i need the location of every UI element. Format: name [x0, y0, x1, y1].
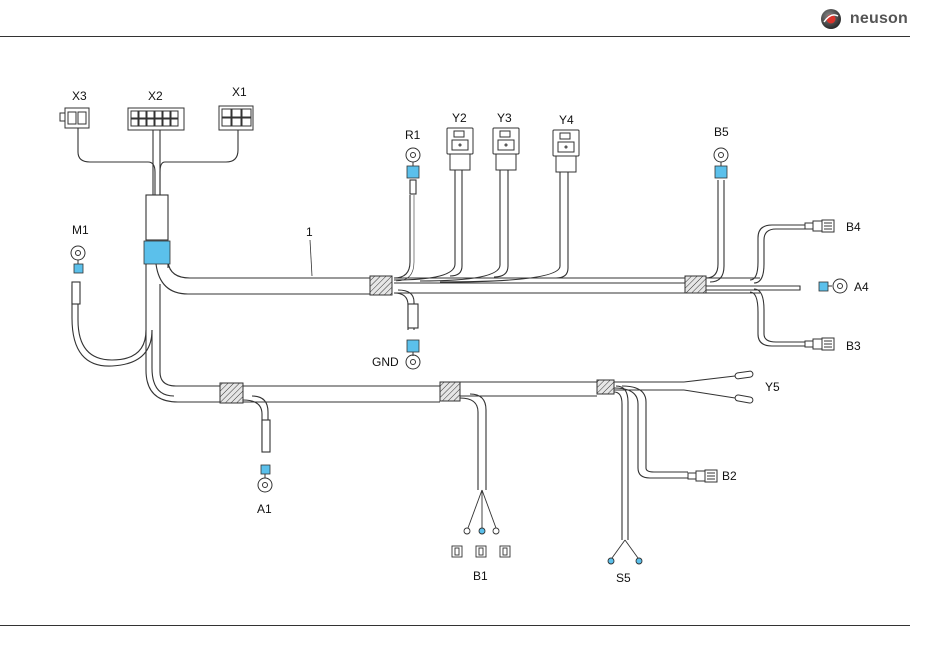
label-b4: B4 [846, 220, 861, 234]
harness-leader-line [310, 240, 312, 276]
flat-plug-terminals [688, 220, 834, 482]
label-harness-1: 1 [306, 225, 313, 239]
blue-markers [74, 166, 828, 474]
label-x1: X1 [232, 85, 247, 99]
label-y2: Y2 [452, 111, 467, 125]
label-gnd: GND [372, 355, 399, 369]
label-y3: Y3 [497, 111, 512, 125]
b1-fanout [452, 490, 510, 557]
label-b2: B2 [722, 469, 737, 483]
label-y5: Y5 [765, 380, 780, 394]
s5-fanout [608, 540, 642, 564]
splice-sleeves [220, 276, 706, 403]
label-x3: X3 [72, 89, 87, 103]
label-b5: B5 [714, 125, 729, 139]
label-a4: A4 [854, 280, 869, 294]
label-a1: A1 [257, 502, 272, 516]
label-x2: X2 [148, 89, 163, 103]
valve-connectors [447, 128, 579, 172]
label-r1: R1 [405, 128, 421, 142]
y5-terminals [735, 371, 754, 404]
label-y4: Y4 [559, 113, 574, 127]
label-s5: S5 [616, 571, 631, 585]
label-b3: B3 [846, 339, 861, 353]
top-connectors [60, 106, 253, 130]
ring-terminals [71, 148, 847, 492]
label-b1: B1 [473, 569, 488, 583]
label-m1: M1 [72, 223, 89, 237]
